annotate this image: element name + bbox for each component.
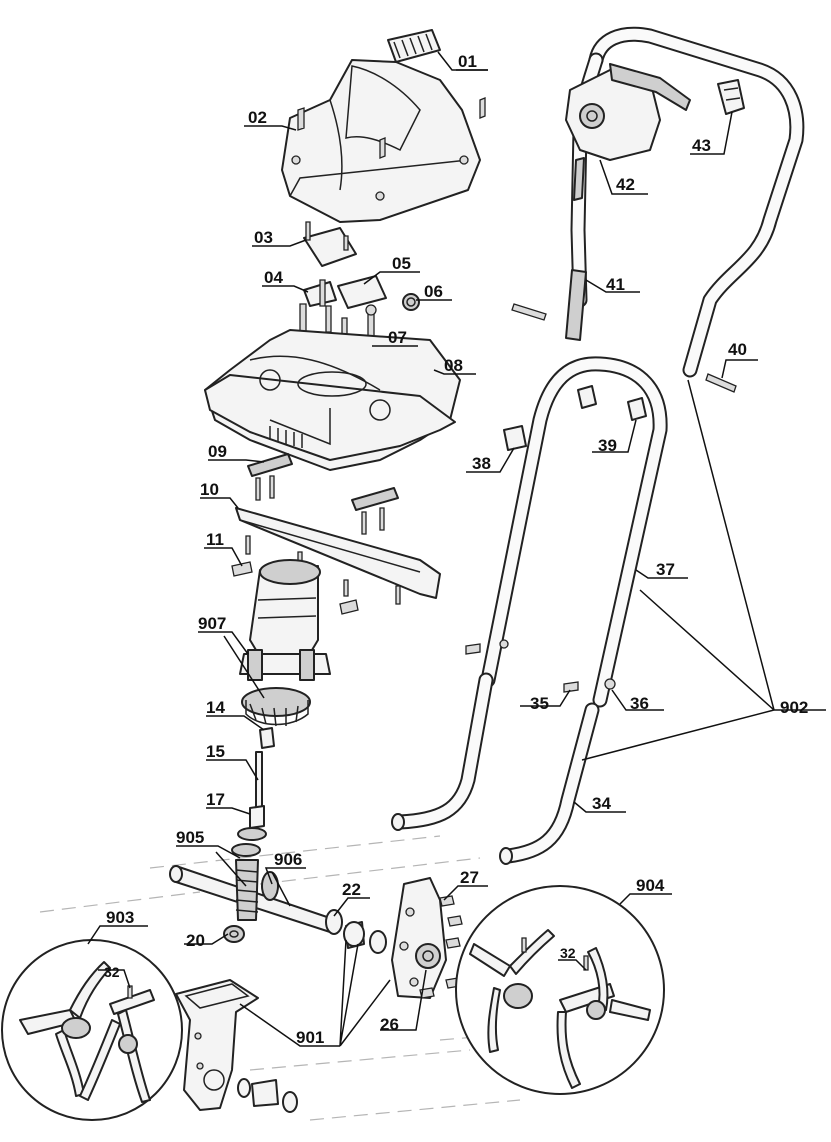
label-906: 906 [274,850,302,869]
label-41: 41 [606,275,625,294]
label-901: 901 [296,1028,324,1047]
part-06-knob [402,293,420,311]
label-27: 27 [460,868,479,887]
detail-circle-903 [1,939,183,1121]
part-15-shaft [255,751,263,809]
label-10: 10 [200,480,219,499]
label-08: 08 [444,356,463,375]
part-35-36-screw-nut [465,639,616,693]
part-43-cable-clip [717,79,745,115]
label-01: 01 [458,52,477,71]
part-34-lower-handle [391,672,600,865]
part-17-bearing [237,805,267,841]
label-11: 11 [206,530,224,549]
label-17: 17 [206,790,225,809]
part-38-39-cable-clips [503,385,647,451]
part-14-coupling [259,727,275,749]
label-03: 03 [254,228,273,247]
label-32-right: 32 [560,945,576,961]
label-902: 902 [780,698,808,717]
label-02: 02 [248,108,267,127]
part-03-switch-plate [303,221,357,267]
label-07: 07 [388,328,407,347]
part-02-motor-cover [281,59,486,223]
detail-circle-904 [455,885,665,1095]
label-42: 42 [616,175,635,194]
part-08-housing-base [204,329,461,471]
label-04: 04 [264,268,283,287]
part-907-motor [239,559,331,727]
label-905: 905 [176,828,204,847]
part-22-washers [237,909,387,1113]
label-14: 14 [206,698,225,717]
label-26: 26 [380,1015,399,1034]
label-36: 36 [630,694,649,713]
part-20-bearing [223,925,245,943]
part-27-screws [419,895,463,999]
label-903: 903 [106,908,134,927]
label-32-left: 32 [104,964,120,980]
part-09-connectors [247,453,399,535]
part-10-cover-rail [235,507,441,599]
part-26-gearbox-half [391,877,447,999]
leader-lines [87,51,826,1047]
part-37-middle-handle [480,356,668,708]
label-05: 05 [392,254,411,273]
part-labels: 01 02 03 04 05 06 07 08 09 10 11 907 14 … [104,52,808,1047]
label-15: 15 [206,742,225,761]
part-01-clip [387,29,441,63]
label-06: 06 [424,282,443,301]
part-901-gearbox-half [175,979,259,1111]
part-05-label-plate [337,275,387,309]
label-35: 35 [530,694,549,713]
label-40: 40 [728,340,747,359]
part-40-bolt [511,303,737,393]
label-37: 37 [656,560,675,579]
label-09: 09 [208,442,227,461]
label-907: 907 [198,614,226,633]
label-39: 39 [598,436,617,455]
part-42-switch-box [565,63,691,201]
label-38: 38 [472,454,491,473]
label-43: 43 [692,136,711,155]
label-22: 22 [342,880,361,899]
label-20: 20 [186,931,205,950]
label-34: 34 [592,794,611,813]
label-904: 904 [636,876,665,895]
